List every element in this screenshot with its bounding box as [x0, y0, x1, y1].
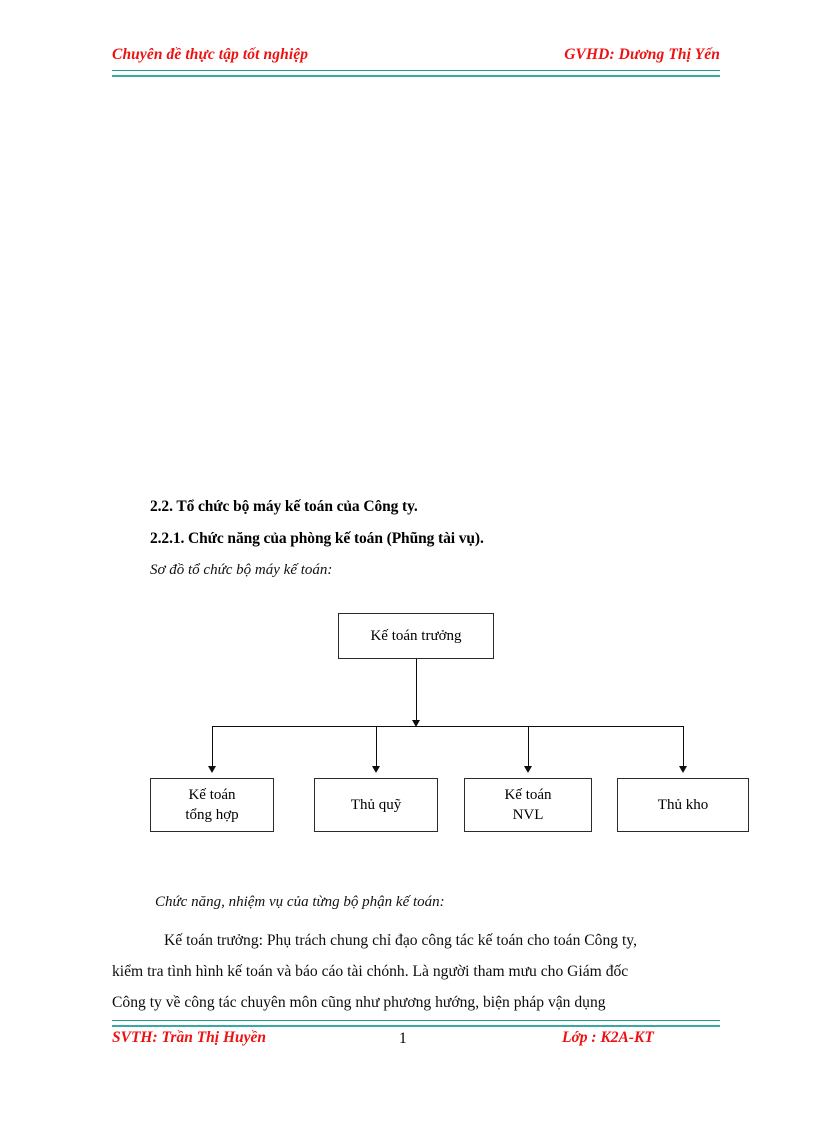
page-footer: SVTH: Trần Thị Huyền 1 Lớp : K2A-KT	[112, 1029, 720, 1053]
arrowhead-drop-1	[208, 766, 216, 773]
page-header: Chuyên đề thực tập tốt nghiệp GVHD: Dươn…	[112, 46, 720, 72]
org-chart-diagram: Kế toán trưởng Kế toán tổng hợp Thủ quỹ	[112, 604, 749, 844]
org-node-ke-toan-tong-hop: Kế toán tổng hợp	[150, 778, 274, 832]
arrowhead-drop-2	[372, 766, 380, 773]
heading-section-2-2-1: 2.2.1. Chức năng của phòng kế toán (Phũn…	[150, 530, 484, 547]
org-node-label-line1: Thủ kho	[657, 797, 709, 813]
connector-drop-1	[212, 726, 213, 770]
caption-diagram-title: Sơ đồ tổ chức bộ máy kế toán:	[150, 562, 333, 578]
org-node-ke-toan-truong: Kế toán trưởng	[338, 613, 494, 659]
org-node-label-line2: tổng hợp	[185, 807, 239, 823]
org-node-label-line1: Kế toán	[504, 787, 552, 803]
org-node-ke-toan-nvl: Kế toán NVL	[464, 778, 592, 832]
org-node-label-line2: NVL	[512, 807, 544, 823]
connector-drop-3	[528, 726, 529, 770]
footer-rule-divider	[112, 1020, 720, 1027]
body-paragraph: Kế toán trưởng: Phụ trách chung chỉ đạo …	[112, 925, 720, 1018]
org-node-thu-quy: Thủ quỹ	[314, 778, 438, 832]
header-right-text: GVHD: Dương Thị Yến	[564, 46, 720, 63]
connector-root-stem	[416, 659, 417, 725]
connector-drop-2	[376, 726, 377, 770]
arrowhead-drop-3	[524, 766, 532, 773]
connector-drop-4	[683, 726, 684, 770]
footer-class-label: Lớp : K2A-KT	[562, 1029, 654, 1046]
paragraph-line: Công ty về công tác chuyên môn cũng như …	[112, 994, 606, 1011]
org-node-label-line1: Thủ quỹ	[350, 797, 402, 813]
header-rule-divider	[112, 70, 720, 77]
paragraph-line: kiểm tra tình hình kế toán và báo cáo tà…	[112, 963, 629, 980]
org-node-label-line1: Kế toán	[188, 787, 236, 803]
caption-functions-title: Chức năng, nhiệm vụ của từng bộ phận kế …	[155, 894, 445, 910]
heading-section-2-2: 2.2. Tổ chức bộ máy kế toán của Công ty.	[150, 498, 418, 515]
org-node-thu-kho: Thủ kho	[617, 778, 749, 832]
footer-student-name: SVTH: Trần Thị Huyền	[112, 1029, 267, 1046]
arrowhead-drop-4	[679, 766, 687, 773]
connector-horizontal-bus	[212, 726, 684, 727]
header-left-text: Chuyên đề thực tập tốt nghiệp	[112, 46, 309, 63]
footer-page-number: 1	[399, 1030, 407, 1047]
paragraph-line: Kế toán trưởng: Phụ trách chung chỉ đạo …	[164, 932, 637, 949]
arrowhead-root-stem	[412, 720, 420, 727]
org-node-label: Kế toán trưởng	[370, 628, 462, 644]
